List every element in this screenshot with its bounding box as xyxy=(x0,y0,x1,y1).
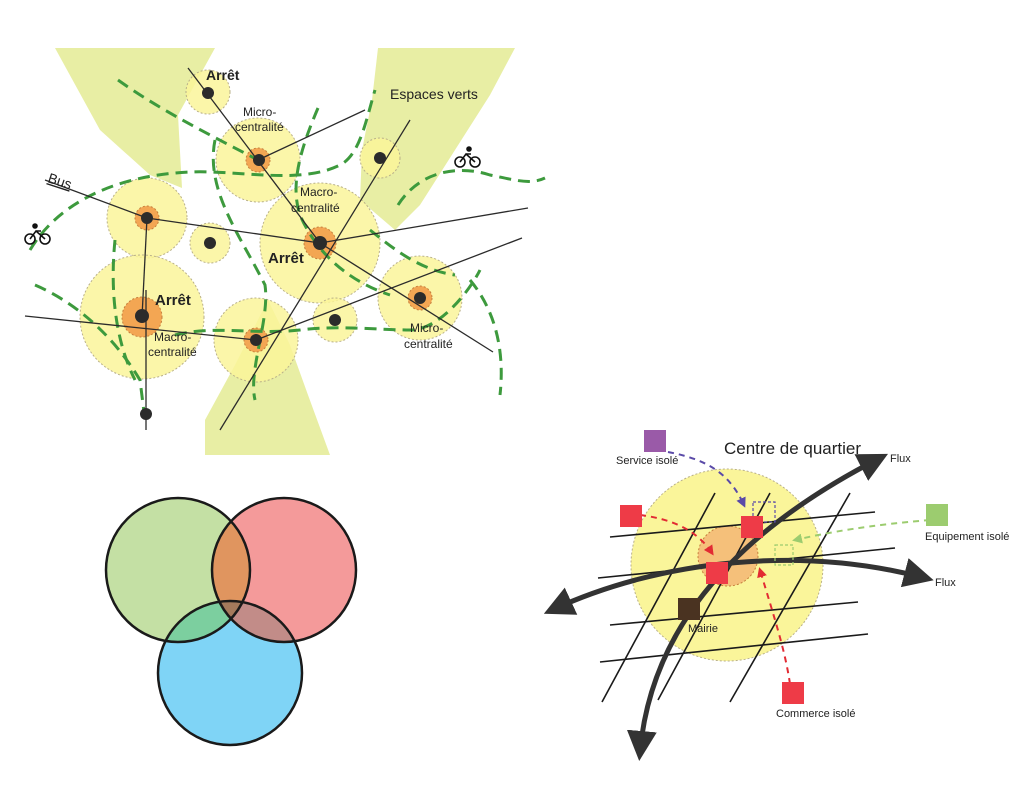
path-dashed-8 xyxy=(174,269,482,337)
quartier-diagram: Centre de quartier Flux Flux Service iso… xyxy=(543,430,1009,761)
line-a xyxy=(146,217,321,244)
label-micro-top-1: Micro- xyxy=(243,105,276,119)
path-dashed-10 xyxy=(369,228,456,277)
service-link xyxy=(667,451,746,508)
label-arret-top: Arrêt xyxy=(206,67,240,83)
network-diagram: Arrêt Micro- centralité Espaces verts Bu… xyxy=(24,48,546,455)
path-dashed-1 xyxy=(117,78,259,162)
venn-overlap-red-blue xyxy=(212,601,302,642)
service-target xyxy=(752,501,776,523)
mairie-square xyxy=(678,598,700,620)
label-equipement-isole: Equipement isolé xyxy=(925,531,1009,543)
bicycle-icon xyxy=(24,223,51,245)
path-dashed-2 xyxy=(28,89,377,251)
label-flux-right: Flux xyxy=(935,577,956,589)
label-macro-left-2: centralité xyxy=(148,345,197,359)
equipement-link xyxy=(792,519,931,544)
equipement-target xyxy=(774,544,794,566)
label-flux-top: Flux xyxy=(890,453,911,465)
green-space-left xyxy=(55,48,215,188)
label-arret-center: Arrêt xyxy=(268,250,304,267)
label-macro-center-1: Macro- xyxy=(300,185,337,199)
node xyxy=(141,212,153,224)
flux-arrow-curve-2 xyxy=(543,557,934,615)
line-j xyxy=(141,217,148,318)
label-service-isole: Service isolé xyxy=(616,455,678,467)
node xyxy=(135,309,149,323)
equipement-isole-square xyxy=(926,504,948,526)
node xyxy=(374,152,386,164)
service-isole-square xyxy=(644,430,666,452)
quartier-title: Centre de quartier xyxy=(724,439,861,458)
label-micro-top-2: centralité xyxy=(235,120,284,134)
bicycle-icon xyxy=(454,146,481,168)
green-space-right xyxy=(360,48,515,230)
node xyxy=(414,292,426,304)
commerce-square-core-1 xyxy=(741,516,763,538)
line-h xyxy=(255,237,523,341)
node xyxy=(329,314,341,326)
commerce-isole-square xyxy=(782,682,804,704)
commerce-square-core-2 xyxy=(706,562,728,584)
commerce-link-bottom xyxy=(757,567,791,685)
line-f xyxy=(319,242,494,353)
label-arret-left: Arrêt xyxy=(155,292,191,309)
path-dashed-7 xyxy=(396,168,546,206)
node xyxy=(202,87,214,99)
commerce-square-left xyxy=(620,505,642,527)
venn-overlap-green-blue xyxy=(158,601,250,642)
node xyxy=(204,237,216,249)
commerce-link-left xyxy=(639,514,714,556)
path-dashed-6 xyxy=(294,107,391,297)
line-g xyxy=(24,315,257,341)
path-dashed-3 xyxy=(34,283,147,421)
line-e xyxy=(319,207,529,244)
label-mairie: Mairie xyxy=(688,623,718,635)
node xyxy=(250,334,262,346)
venn-diagram xyxy=(104,496,358,747)
label-micro-right-2: centralité xyxy=(404,337,453,351)
line-d xyxy=(219,119,411,431)
label-micro-right-1: Micro- xyxy=(410,321,443,335)
path-dashed-5 xyxy=(211,139,268,401)
label-espaces-verts: Espaces verts xyxy=(390,86,478,102)
label-macro-left-1: Macro- xyxy=(154,330,191,344)
node xyxy=(140,408,152,420)
node xyxy=(313,236,327,250)
node xyxy=(253,154,265,166)
path-dashed-9 xyxy=(468,279,503,396)
label-bus: Bus xyxy=(46,170,74,193)
label-macro-center-2: centralité xyxy=(291,201,340,215)
line-c xyxy=(257,109,366,161)
label-commerce-isole: Commerce isolé xyxy=(776,708,855,720)
line-bus xyxy=(44,179,148,219)
